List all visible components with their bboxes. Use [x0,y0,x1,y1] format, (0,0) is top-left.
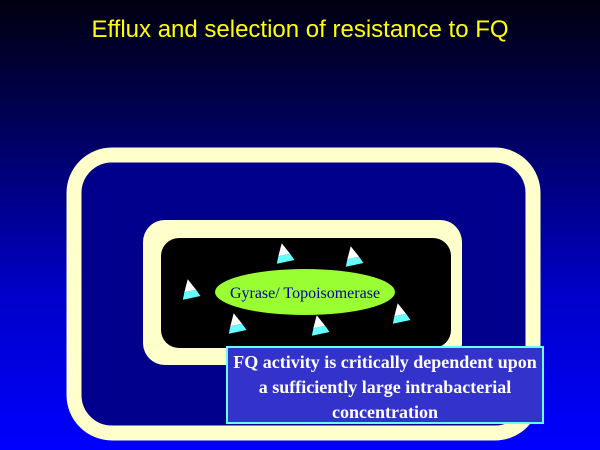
fq-molecule-icon [345,246,364,267]
note-box: FQ activity is critically dependent upon… [226,346,544,424]
fq-molecule-icon [182,279,201,300]
fq-molecule-icon [276,243,295,264]
fq-molecule-icon [311,315,330,336]
fq-molecule-icon [228,313,247,334]
fq-molecule-icon [392,303,411,324]
slide-title: Efflux and selection of resistance to FQ [91,16,509,43]
gyrase-enzyme [215,269,395,315]
gyrase-label: Gyrase/ Topoisomerase [230,285,380,302]
